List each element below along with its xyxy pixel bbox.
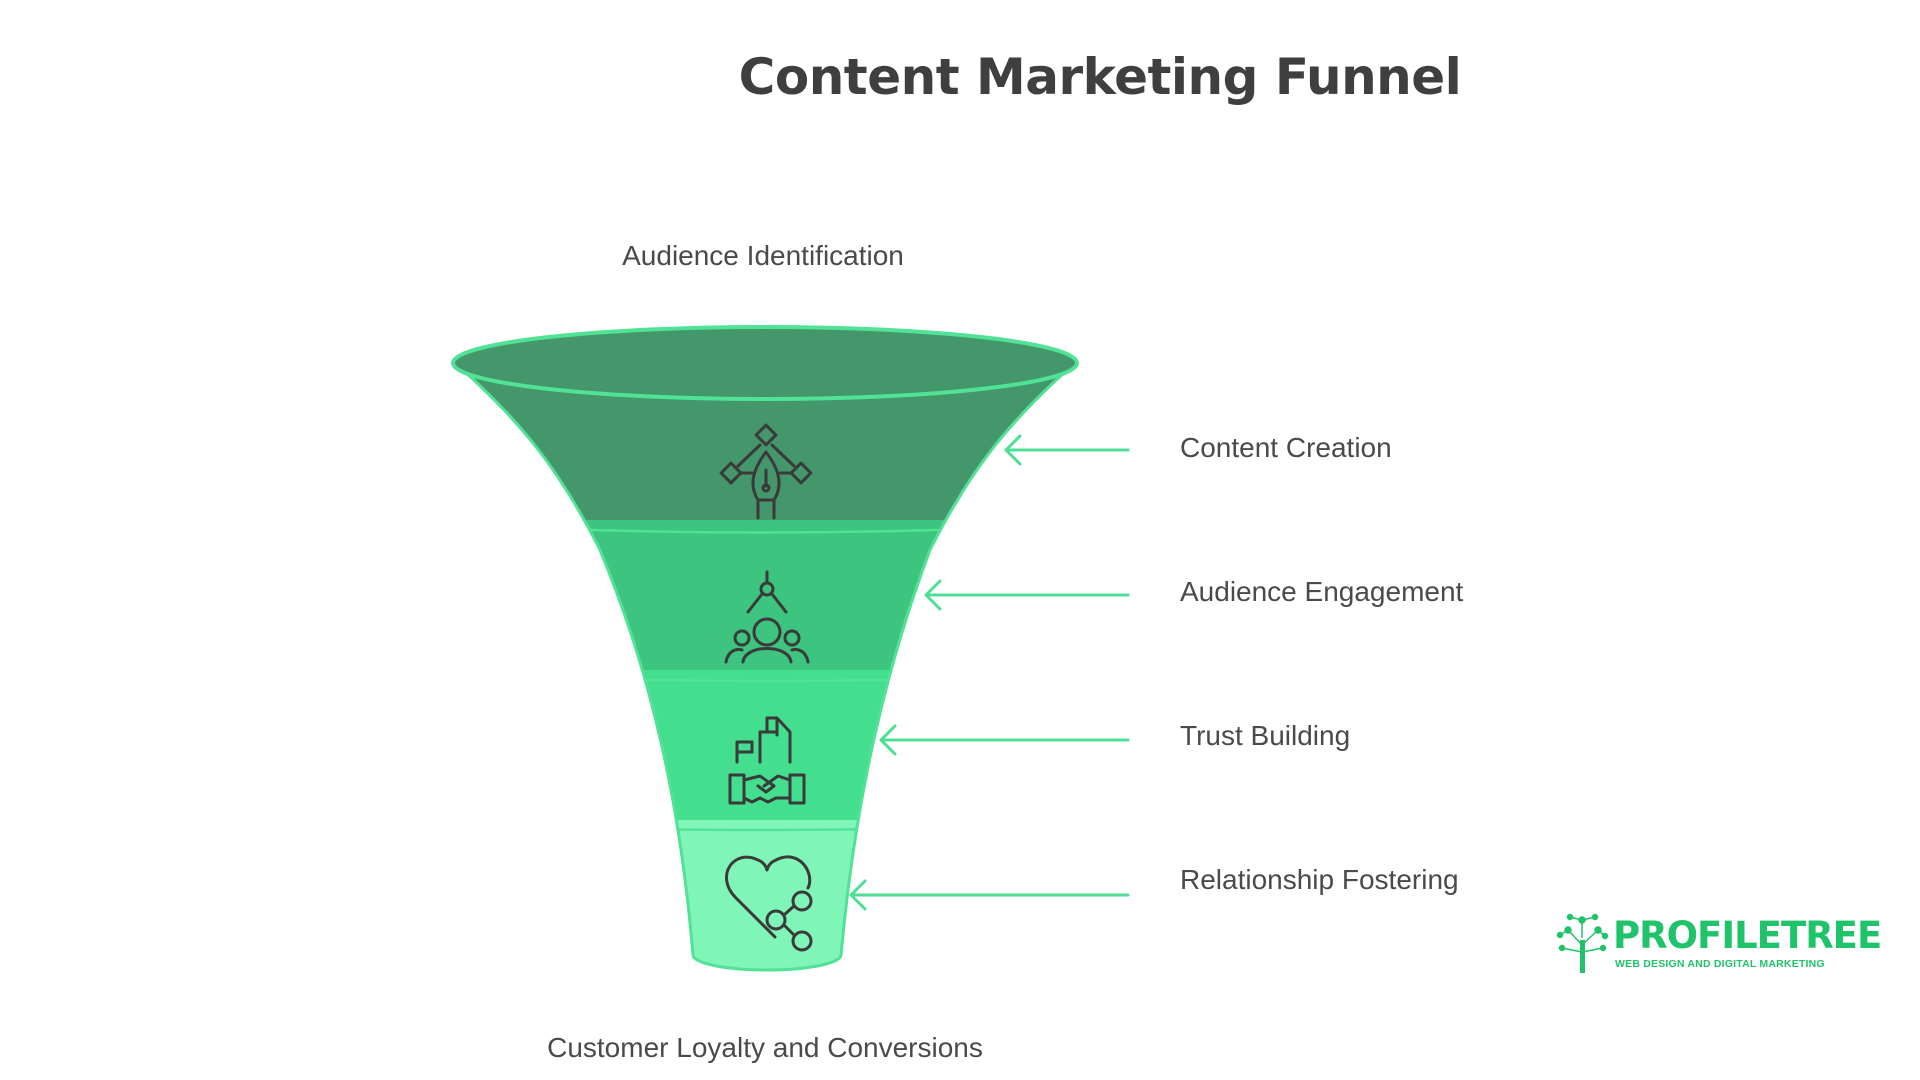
funnel-outline bbox=[454, 361, 1076, 972]
funnel-segment-3 bbox=[455, 670, 1075, 820]
profiletree-logo: PROFILETREE WEB DESIGN AND DIGITAL MARKE… bbox=[1555, 912, 1882, 972]
stage-label-trust-building: Trust Building bbox=[1180, 720, 1351, 751]
funnel-top-label: Audience Identification bbox=[622, 240, 904, 271]
vector-pen-icon bbox=[719, 423, 813, 520]
stage-label-content-creation: Content Creation bbox=[1180, 432, 1392, 463]
arrow-content-creation bbox=[1004, 434, 1130, 466]
funnel-rim bbox=[451, 325, 1079, 401]
arrow-audience-engagement bbox=[924, 579, 1130, 611]
profiletree-tree-icon bbox=[1556, 913, 1609, 973]
logo-tagline: WEB DESIGN AND DIGITAL MARKETING bbox=[1615, 958, 1825, 970]
stage-label-audience-engagement: Audience Engagement bbox=[1180, 576, 1464, 607]
team-engagement-icon bbox=[724, 570, 810, 664]
funnel-segment-4 bbox=[455, 820, 1075, 970]
funnel-bottom-label: Customer Loyalty and Conversions bbox=[547, 1032, 983, 1063]
arrow-trust-building bbox=[879, 724, 1130, 756]
arrow-relationship-fostering bbox=[849, 879, 1130, 911]
page-title: Content Marketing Funnel bbox=[738, 48, 1462, 106]
stage-label-relationship-fostering: Relationship Fostering bbox=[1180, 864, 1459, 895]
handshake-icon bbox=[728, 716, 806, 805]
heart-share-icon bbox=[725, 855, 813, 952]
logo-name: PROFILETREE bbox=[1613, 914, 1882, 957]
